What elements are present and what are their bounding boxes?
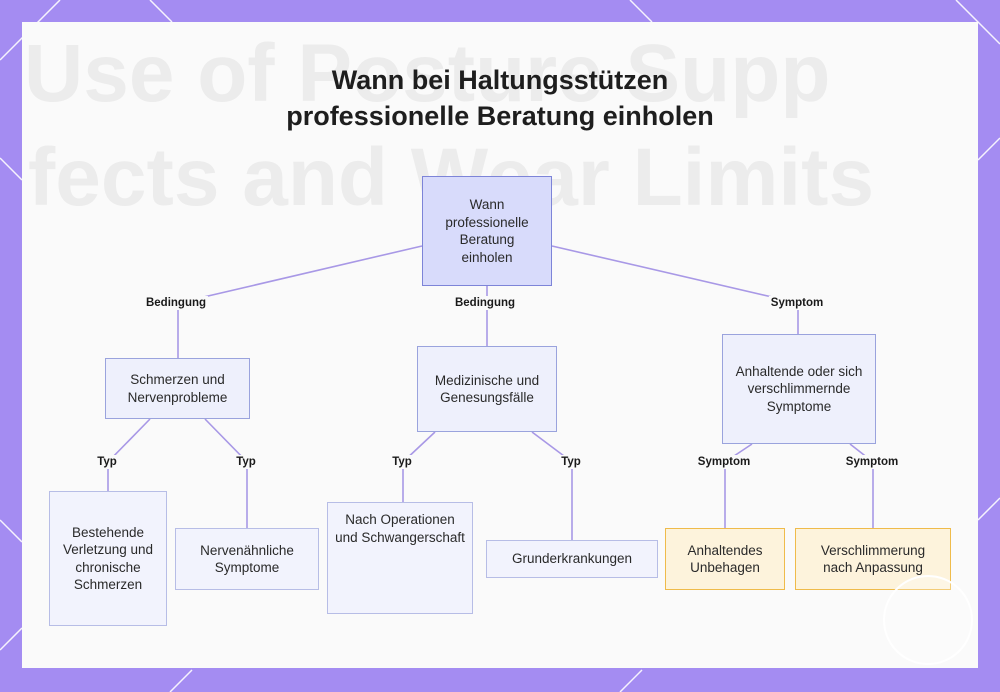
title-line-1: Wann bei Haltungsstützen: [331, 65, 669, 95]
node-injury-chronic-pain: Bestehende Verletzung und chronische Sch…: [49, 491, 167, 626]
link-pain-nerve: [204, 418, 248, 528]
node-medical-recovery: Medizinische und Genesungsfälle: [417, 346, 557, 432]
edge-label-symptom-right: Symptom: [768, 296, 826, 310]
edge-label-condition-middle: Bedingung: [452, 296, 518, 310]
link-root-persistent: [551, 245, 799, 334]
title-line-2: professionelle Beratung einholen: [286, 101, 714, 131]
node-pain-nerve-problems: Schmerzen und Nervenprobleme: [105, 358, 250, 419]
node-persistent-worsening-symptoms: Anhaltende oder sich verschlimmernde Sym…: [722, 334, 876, 444]
edge-label-type-nerve: Typ: [234, 455, 258, 469]
node-persistent-discomfort: Anhaltendes Unbehagen: [665, 528, 785, 590]
edge-label-type-surgery: Typ: [390, 455, 414, 469]
node-root: Wann professionelle Beratung einholen: [422, 176, 552, 286]
edge-label-condition-left: Bedingung: [143, 296, 209, 310]
edge-label-type-injury: Typ: [95, 455, 119, 469]
node-nerve-like-symptoms: Nervenähnliche Symptome: [175, 528, 319, 590]
corner-logo-badge: [883, 575, 973, 665]
diagram-title: Wann bei Haltungsstützen professionelle …: [0, 62, 1000, 134]
edge-label-type-underlying: Typ: [559, 455, 583, 469]
link-root-pain: [177, 245, 423, 358]
node-underlying-conditions: Grunderkrankungen: [486, 540, 658, 578]
edge-label-symptom-worsening: Symptom: [843, 455, 901, 469]
node-after-surgery-pregnancy: Nach Operationen und Schwangerschaft: [327, 502, 473, 614]
link-medical-underlying: [531, 431, 573, 540]
edge-label-symptom-discomfort: Symptom: [695, 455, 753, 469]
